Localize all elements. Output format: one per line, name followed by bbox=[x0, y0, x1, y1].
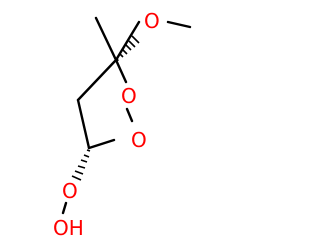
atom-hydroxyl-group: OH bbox=[53, 216, 84, 240]
bonds bbox=[61, 16, 192, 215]
bond-methyl-c3 bbox=[94, 16, 118, 62]
atom-labels: O O O O OH bbox=[53, 9, 160, 240]
hashed-wedge-bonds bbox=[71, 35, 140, 181]
bond-peroxy-o-hydroxyl bbox=[61, 201, 68, 215]
hashed-bond-c3-methoxy bbox=[116, 35, 140, 62]
bond-c3-ring-o1 bbox=[114, 58, 128, 84]
bond-methoxy-o-methyl bbox=[166, 20, 192, 29]
bond-c3-methoxy-o bbox=[114, 20, 141, 62]
bond-ring-o1-ring-o2 bbox=[125, 107, 134, 123]
bond-c4-c5 bbox=[76, 98, 91, 150]
atom-methoxy-oxygen: O bbox=[144, 9, 160, 33]
atom-ring-oxygen-1: O bbox=[121, 84, 137, 108]
atom-peroxy-oxygen: O bbox=[62, 179, 78, 203]
bond-c3-c4 bbox=[76, 58, 118, 102]
hashed-bond-c5-peroxy bbox=[71, 149, 91, 181]
bond-c5-ring-o2 bbox=[87, 138, 116, 150]
atom-ring-oxygen-2: O bbox=[131, 128, 147, 152]
molecule-structure: O O O O OH bbox=[53, 9, 192, 240]
